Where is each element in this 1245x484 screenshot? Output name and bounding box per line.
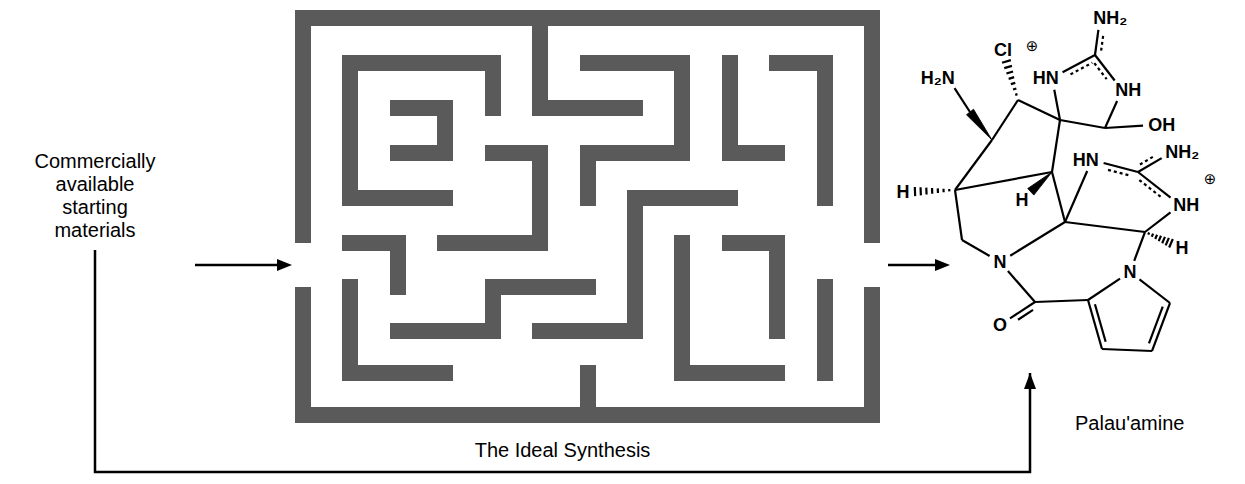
chem-bond: [1095, 30, 1098, 55]
chem-bond: [1102, 349, 1152, 351]
chem-bond: [1063, 55, 1095, 72]
chem-bond: [1134, 232, 1145, 261]
chem-bond: [1140, 156, 1154, 164]
maze-wall: [398, 108, 445, 153]
node-text: Palau'amine: [1075, 412, 1184, 435]
molecule: [915, 30, 1173, 351]
maze-wall: [303, 18, 872, 235]
atom-label: NH₂: [1164, 143, 1200, 161]
chem-bond: [915, 187, 950, 196]
chem-bond: [1070, 63, 1092, 75]
chem-bond: [1148, 233, 1173, 248]
atom-label: H: [1015, 191, 1030, 209]
synthesis-arrow: [95, 250, 1030, 472]
atom-label: NH₂: [1092, 9, 1128, 27]
atom-label: N: [993, 253, 1008, 271]
atom-label: H: [896, 183, 911, 201]
chem-bond: [1139, 180, 1162, 198]
chem-bond: [1065, 222, 1145, 232]
chem-bond: [1094, 63, 1106, 79]
chem-bond: [1054, 90, 1060, 120]
chem-bond: [1035, 300, 1088, 302]
flow-arrow: [888, 264, 938, 267]
maze-wall: [540, 198, 730, 331]
chem-bond: [1108, 170, 1131, 176]
arrow-head: [277, 259, 292, 271]
chem-bond: [1105, 101, 1117, 128]
chem-bond: [1105, 126, 1143, 128]
chem-bond: [1095, 55, 1115, 80]
chem-bond: [1010, 222, 1065, 256]
chem-bond: [992, 100, 1018, 140]
maze-wall: [777, 63, 825, 198]
atom-label: ⊕: [1203, 171, 1218, 186]
chem-bond: [1060, 120, 1105, 128]
maze-wall: [303, 295, 872, 415]
chem-bond: [1052, 120, 1060, 172]
chem-bond: [1088, 279, 1120, 300]
chem-bond: [1149, 307, 1163, 344]
chem-bond: [1145, 212, 1170, 232]
chem-bond: [1018, 100, 1060, 120]
chem-bond: [1065, 171, 1087, 222]
atom-label: NH: [1114, 81, 1142, 99]
start-node: Commercially available starting material…: [30, 150, 160, 242]
chem-bond: [1138, 158, 1162, 172]
atom-label: N: [1123, 263, 1138, 281]
maze-wall: [682, 243, 777, 373]
chem-bond: [1138, 172, 1171, 198]
atom-label: H: [1175, 239, 1190, 257]
chem-bond: [955, 190, 962, 240]
atom-label: HN: [1072, 151, 1100, 169]
flow-arrow: [195, 264, 280, 267]
chem-bond: [955, 140, 992, 190]
atom-label: HN: [1032, 69, 1060, 87]
atom-label: Cl: [993, 41, 1013, 59]
chem-bond: [1028, 172, 1052, 195]
chem-bond: [1095, 304, 1106, 341]
edge-label: The Ideal Synthesis: [473, 439, 653, 462]
chem-bond: [1008, 271, 1035, 302]
maze: [303, 18, 872, 415]
atom-label: O: [992, 316, 1008, 334]
arrow-head: [935, 259, 950, 271]
maze-wall: [445, 153, 540, 243]
chem-bond: [1101, 36, 1103, 51]
atom-label: OH: [1147, 116, 1176, 134]
maze-wall: [580, 373, 596, 415]
chem-bond: [1018, 310, 1033, 320]
molecule-node: Palau'amine: [890, 5, 1220, 370]
maze-wall: [817, 287, 833, 373]
chem-bond: [1052, 172, 1065, 222]
chem-bond: [1139, 279, 1170, 303]
maze-wall: [730, 63, 777, 153]
atom-label: NH: [1172, 196, 1200, 214]
chem-bond: [955, 88, 970, 112]
atom-label: H₂N: [920, 69, 956, 87]
maze-wall: [588, 63, 682, 198]
flow-arrows: [195, 259, 950, 271]
atom-label: ⊕: [1025, 38, 1040, 53]
maze-wall: [350, 63, 445, 198]
chem-bond: [962, 240, 990, 256]
node-text: Commercially available starting material…: [30, 150, 160, 242]
chem-bond: [1002, 60, 1017, 95]
chem-bond: [966, 109, 992, 140]
maze-wall: [730, 243, 777, 331]
